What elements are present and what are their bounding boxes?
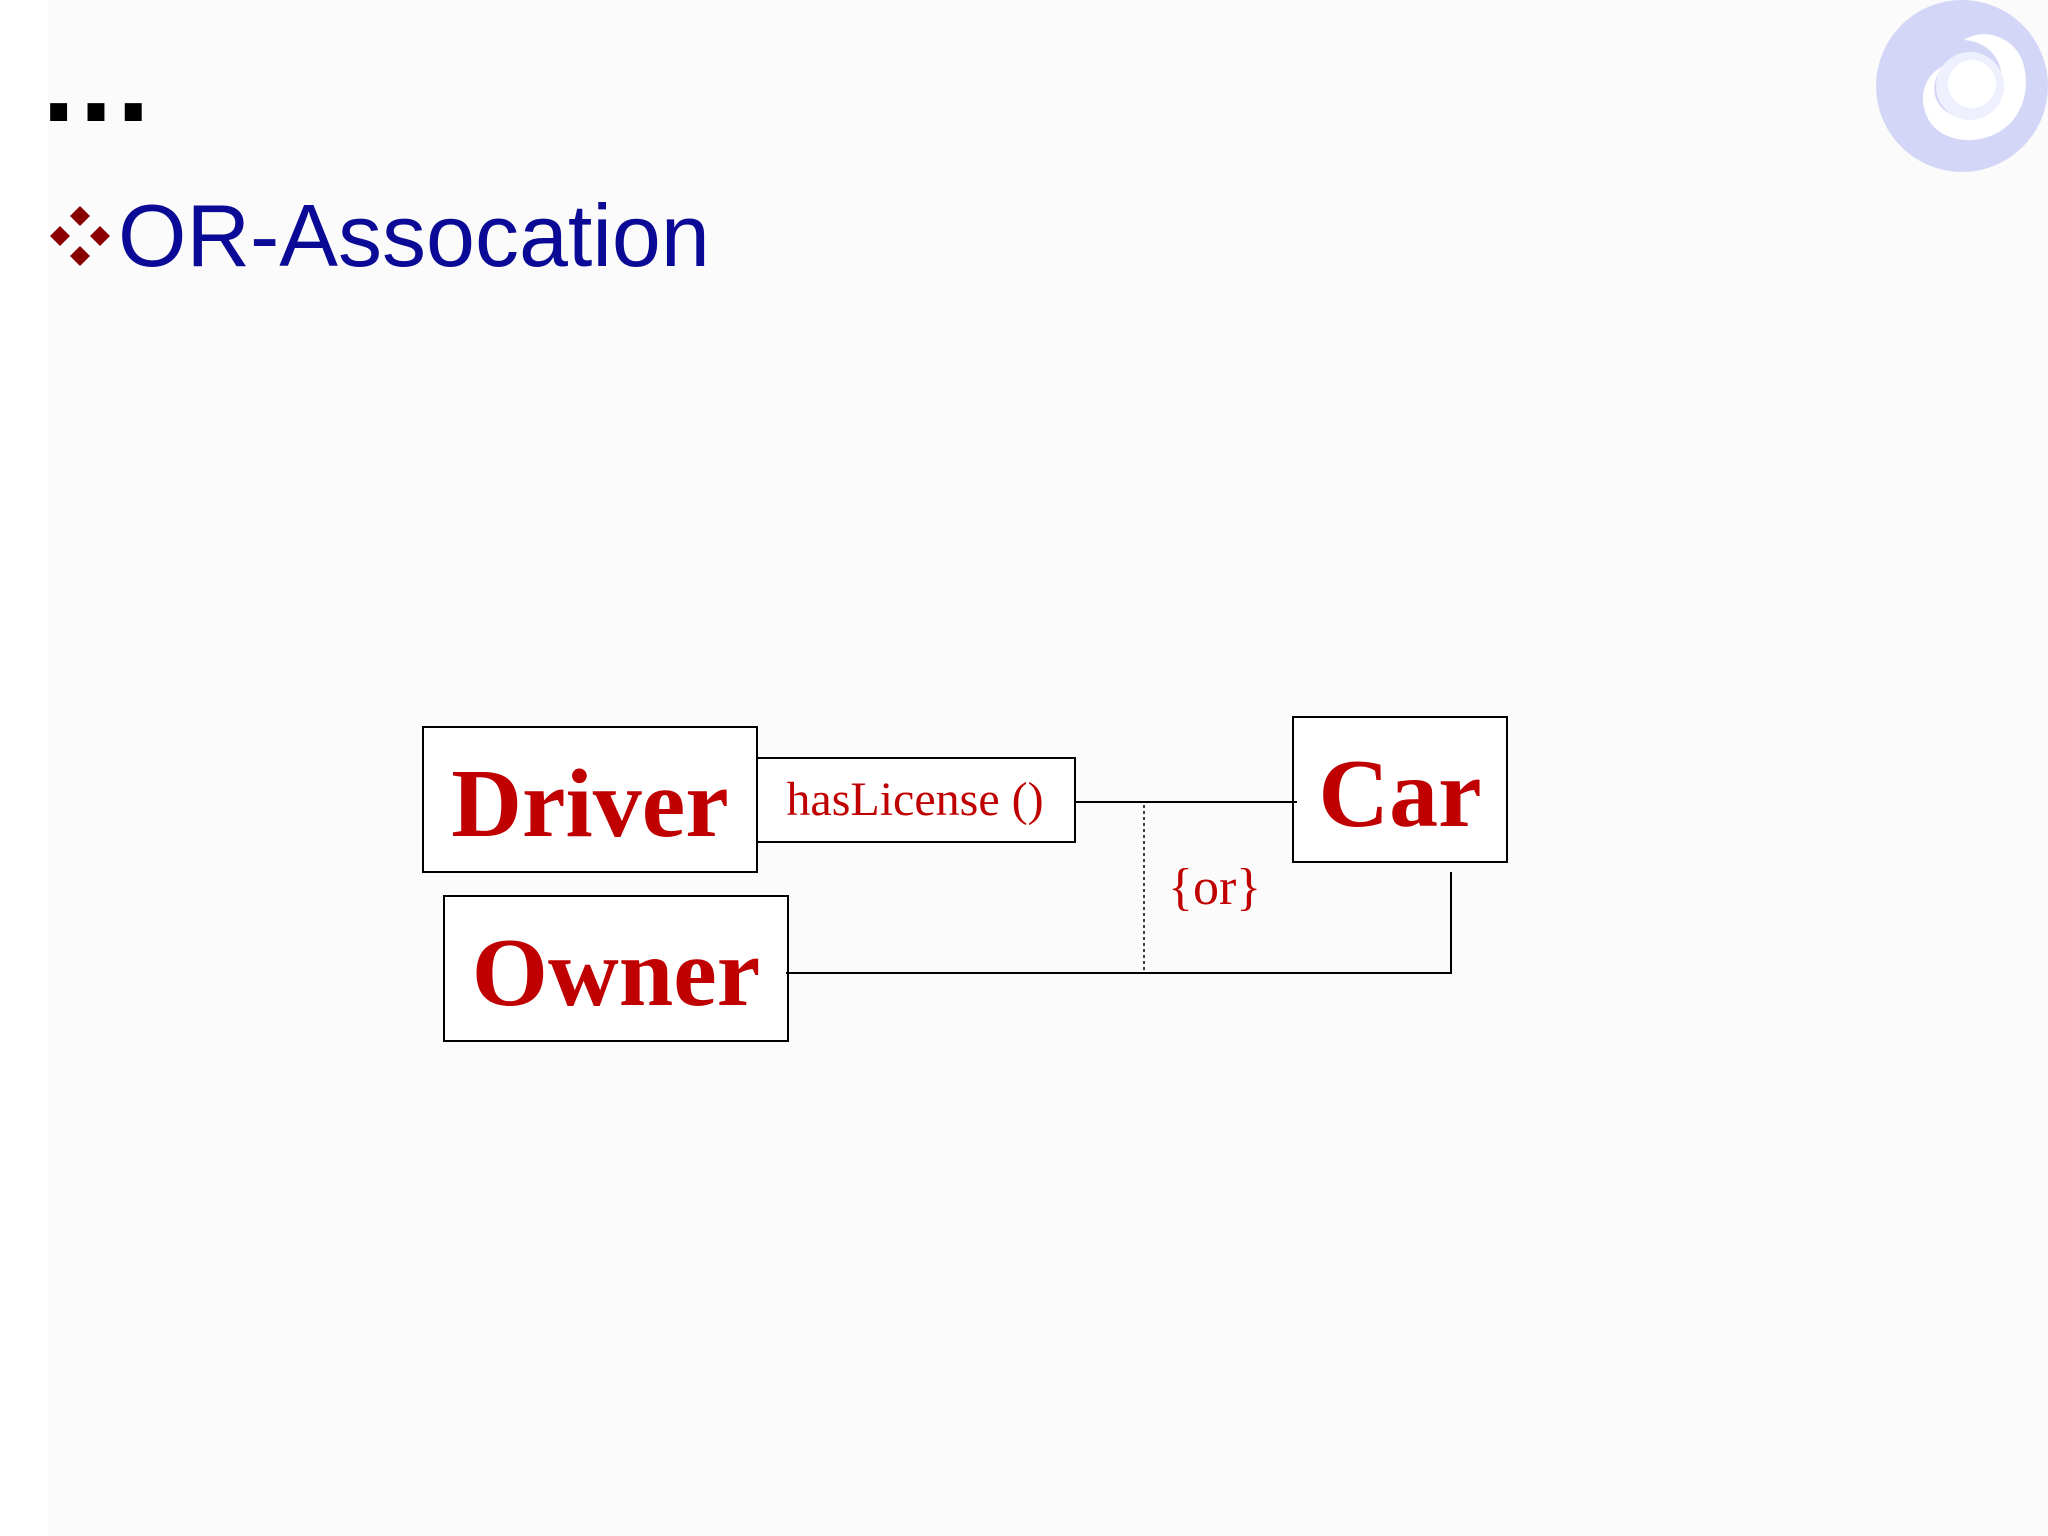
owner-car-association-line — [786, 872, 1452, 974]
has-license-association: hasLicense () — [756, 757, 1076, 843]
diamond-cluster-icon — [50, 206, 110, 266]
driver-class-label: Driver — [451, 750, 729, 858]
owner-class-label: Owner — [472, 919, 761, 1027]
driver-class: Driver — [422, 726, 758, 873]
owner-class: Owner — [443, 895, 789, 1042]
slide-title: OR-Assocation — [118, 186, 710, 285]
has-license-label: hasLicense () — [786, 773, 1043, 826]
swirl-logo-icon — [1876, 0, 2048, 172]
car-class-label: Car — [1318, 740, 1481, 848]
or-constraint-label: {or} — [1168, 859, 1261, 916]
car-class: Car — [1292, 716, 1508, 863]
ellipsis-heading: ... — [42, 13, 155, 147]
